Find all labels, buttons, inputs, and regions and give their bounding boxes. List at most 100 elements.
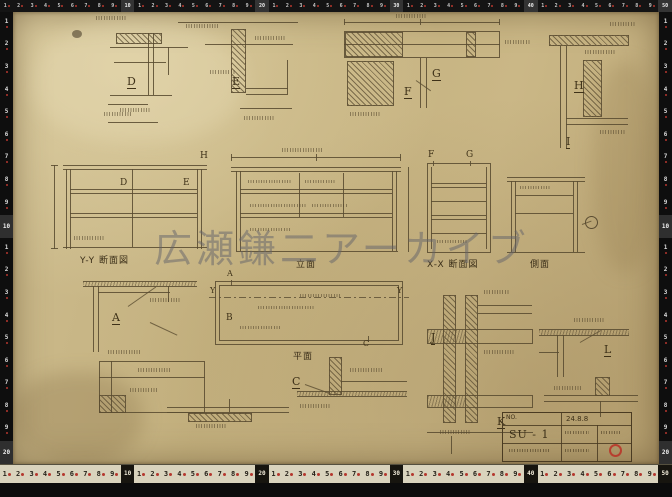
ruler-red-dot xyxy=(664,183,667,186)
ruler-red-dot xyxy=(451,5,454,7)
ruler-number: 3 xyxy=(564,465,577,483)
ruler-number: 2 xyxy=(282,0,295,12)
detail-label-L: L xyxy=(604,343,612,357)
ruler-number: 1 xyxy=(0,12,13,35)
ruler-number: 2 xyxy=(417,465,430,483)
ruler-number: 7 xyxy=(484,0,497,12)
ruler-red-dot xyxy=(222,5,225,7)
ruler-number: 5 xyxy=(591,465,604,483)
ruler-number: 1 xyxy=(269,0,282,12)
ruler-red-dot xyxy=(303,472,307,476)
ruler-decade-mark: 30 xyxy=(389,465,404,483)
ruler-red-dot xyxy=(357,5,360,7)
ruler-number: 8 xyxy=(632,465,645,483)
ruler-red-dot xyxy=(370,472,374,476)
ruler-red-dot xyxy=(612,472,616,476)
sheet-no-label: NO. xyxy=(506,414,517,421)
ruler-red-dot xyxy=(437,472,441,476)
ruler-red-dot xyxy=(639,5,642,7)
title-block-line xyxy=(597,425,598,461)
ruler-red-dot xyxy=(558,472,562,476)
ruler-red-dot xyxy=(652,5,655,7)
detail-label-D: D xyxy=(127,75,136,89)
ruler-red-dot xyxy=(410,472,414,476)
ruler-number: 6 xyxy=(470,465,483,483)
ruler-number: 7 xyxy=(349,465,362,483)
ruler-number: 1 xyxy=(538,465,551,483)
ruler-number: 5 xyxy=(54,465,67,483)
ruler-number: 3 xyxy=(430,0,443,12)
detail-label-C: C xyxy=(292,375,301,389)
ruler-red-dot xyxy=(236,5,239,7)
ruler-number: 6 xyxy=(659,351,672,374)
annotation-mark xyxy=(565,449,589,452)
ruler-number: 3 xyxy=(161,465,174,483)
detail-label-I: I xyxy=(566,135,571,149)
ruler-number: 2 xyxy=(551,0,564,12)
ruler-number: 8 xyxy=(94,0,107,12)
ruler-number: 5 xyxy=(188,0,201,12)
ruler-number: 4 xyxy=(40,0,53,12)
ruler-red-dot xyxy=(664,206,667,209)
ruler-red-dot xyxy=(625,472,629,476)
ruler-decade-mark: 20 xyxy=(255,465,269,483)
ruler-number: 3 xyxy=(296,0,309,12)
ruler-red-dot xyxy=(142,5,145,7)
ruler-number: 7 xyxy=(215,465,228,483)
ruler-number: 3 xyxy=(659,283,672,306)
ruler-decade-mark: 20 xyxy=(255,0,269,12)
ruler-number: 7 xyxy=(659,148,672,171)
view-label-elevation: 立面 xyxy=(296,260,317,270)
ruler-number: 8 xyxy=(94,465,107,483)
ruler-red-dot xyxy=(664,296,667,299)
ruler-red-dot xyxy=(585,5,588,7)
ruler-number: 6 xyxy=(0,351,13,374)
ruler-red-dot xyxy=(48,472,52,476)
view-label-plan: 平面 xyxy=(293,352,314,362)
view-label-side-view: 側面 xyxy=(530,260,551,270)
ruler-red-dot xyxy=(652,472,656,476)
ruler-number: 1 xyxy=(538,0,551,12)
ruler-number: 2 xyxy=(0,35,13,58)
ruler-red-dot xyxy=(303,5,306,7)
ink-smudge xyxy=(72,30,82,38)
ruler-red-dot xyxy=(5,183,8,186)
ruler-red-dot xyxy=(289,5,292,7)
ruler-number: 5 xyxy=(0,102,13,125)
ruler-number: 6 xyxy=(470,0,483,12)
ruler-red-dot xyxy=(115,5,118,7)
ruler-red-dot xyxy=(142,472,146,476)
ruler-number: 3 xyxy=(430,465,443,483)
ruler-number: 9 xyxy=(645,465,658,483)
ruler-number: 6 xyxy=(605,0,618,12)
plan-cut-marker-Y-left: Y xyxy=(210,286,216,295)
ruler-number: 6 xyxy=(605,465,618,483)
ruler-red-dot xyxy=(664,251,667,254)
ruler-decade-mark: 40 xyxy=(524,0,538,12)
ruler-number: 4 xyxy=(578,0,591,12)
ruler-number: 5 xyxy=(659,102,672,125)
ruler-number: 5 xyxy=(323,465,336,483)
ruler-number: 8 xyxy=(228,465,241,483)
ruler-red-dot xyxy=(182,472,186,476)
detail-label-J: J xyxy=(431,331,436,345)
ruler-red-dot xyxy=(410,5,413,7)
ruler-number: 9 xyxy=(376,0,389,12)
ruler-number: 2 xyxy=(417,0,430,12)
ruler-number: 6 xyxy=(336,465,349,483)
paper-stain xyxy=(33,22,243,142)
ruler-red-dot xyxy=(155,472,159,476)
ruler-red-dot xyxy=(5,206,8,209)
ruler-red-dot xyxy=(74,5,77,7)
ruler-red-dot xyxy=(5,161,8,164)
ruler-number: 7 xyxy=(81,0,94,12)
section-marker-F: F xyxy=(428,150,435,160)
ruler-red-dot xyxy=(424,472,428,476)
detail-label-F: F xyxy=(404,85,412,99)
ruler-red-dot xyxy=(370,5,373,7)
ruler-red-dot xyxy=(101,472,105,476)
ruler-number: 8 xyxy=(497,465,510,483)
ruler-number: 4 xyxy=(309,0,322,12)
ruler-red-dot xyxy=(664,48,667,51)
